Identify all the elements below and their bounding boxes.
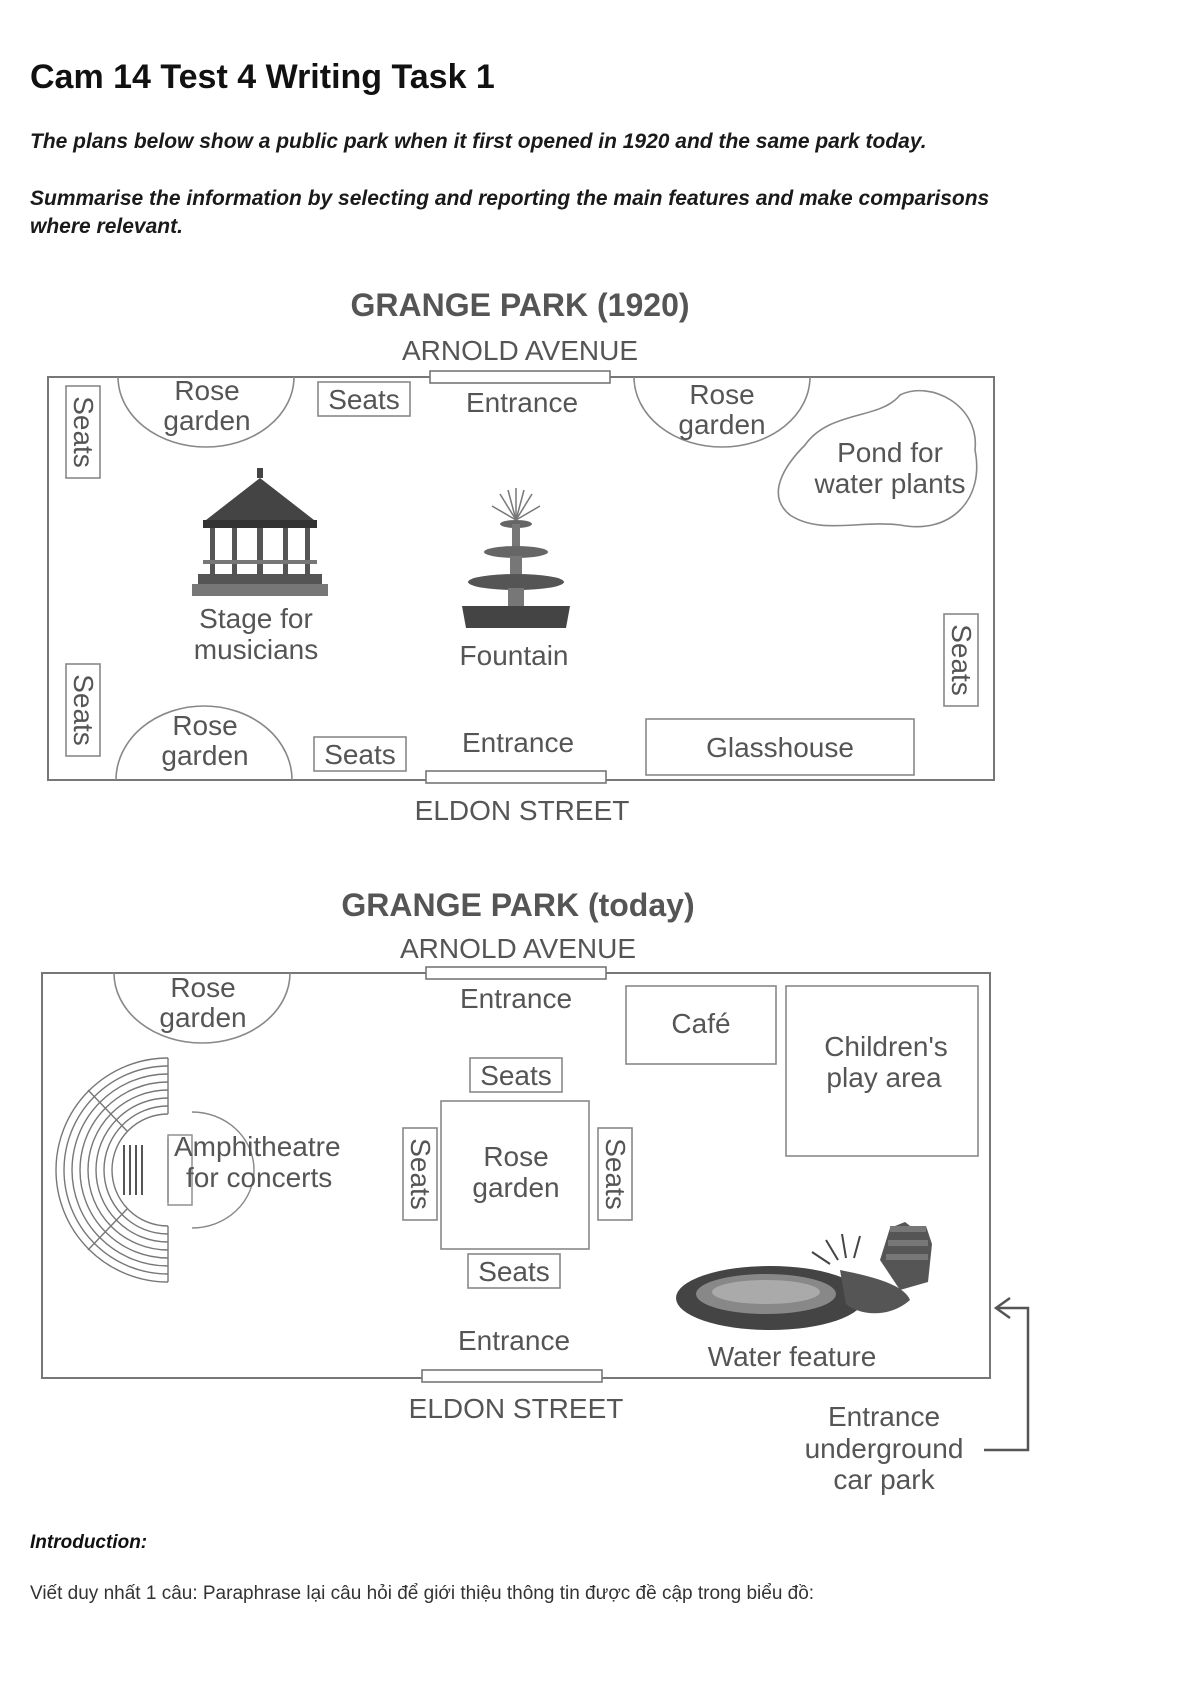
grange-park-today-plan: GRANGE PARK (today) ARNOLD AVENUE Rose g… <box>41 887 1030 1495</box>
fountain-icon <box>462 488 570 628</box>
seats-box <box>313 736 407 772</box>
rose-garden-label: Rose <box>174 375 239 406</box>
page-heading: Cam 14 Test 4 Writing Task 1 <box>30 58 495 96</box>
car-park-label: car park <box>833 1464 935 1495</box>
seats-label: Seats <box>478 1256 550 1287</box>
stage-label: musicians <box>194 634 318 665</box>
amphitheatre-icon <box>55 1057 255 1283</box>
rose-garden-label: garden <box>678 409 765 440</box>
rose-garden-label: Rose <box>170 972 235 1003</box>
street-label-bottom: ELDON STREET <box>415 795 630 826</box>
seats-box <box>317 381 411 417</box>
entrance-label: Entrance <box>466 387 578 418</box>
car-park-label: Entrance <box>828 1401 940 1432</box>
pond-label: Pond for <box>837 437 943 468</box>
play-area-label: Children's <box>824 1031 948 1062</box>
stage-label: Stage for <box>199 603 313 634</box>
water-feature-label: Water feature <box>708 1341 877 1372</box>
seats-label: Seats <box>324 739 396 770</box>
entrance-gate-top <box>425 966 607 980</box>
street-label-top: ARNOLD AVENUE <box>402 335 638 366</box>
entrance-gate-top <box>429 370 611 384</box>
rose-garden-label: Rose <box>483 1141 548 1172</box>
glasshouse-box <box>645 718 915 776</box>
street-label-top: ARNOLD AVENUE <box>400 933 636 964</box>
fountain-label: Fountain <box>460 640 569 671</box>
rose-garden-shape <box>633 376 811 448</box>
rose-garden-label: garden <box>163 405 250 436</box>
seats-label: Seats <box>946 624 977 696</box>
task-prompt-line-1: The plans below show a public park when … <box>30 130 927 153</box>
rose-garden-label: garden <box>472 1172 559 1203</box>
seats-label: Seats <box>480 1060 552 1091</box>
water-feature-icon <box>676 1222 932 1330</box>
rose-garden-shape <box>113 972 291 1044</box>
seats-box <box>467 1253 561 1289</box>
rose-garden-label: garden <box>159 1002 246 1033</box>
play-area-box <box>785 985 979 1157</box>
seats-box <box>597 1127 633 1221</box>
seats-label: Seats <box>68 674 99 746</box>
plan-title: GRANGE PARK (today) <box>341 887 694 923</box>
plan-title: GRANGE PARK (1920) <box>350 287 689 323</box>
pond-label: water plants <box>814 468 966 499</box>
amphitheatre-label: Amphitheatre <box>174 1131 341 1162</box>
pond-outline <box>777 389 978 528</box>
grange-park-1920-plan: GRANGE PARK (1920) ARNOLD AVENUE Rose ga… <box>47 287 995 826</box>
introduction-label: Introduction: <box>30 1532 148 1553</box>
seats-label: Seats <box>405 1138 436 1210</box>
glasshouse-label: Glasshouse <box>706 732 854 763</box>
cafe-label: Café <box>671 1008 730 1039</box>
rose-garden-label: Rose <box>689 379 754 410</box>
street-label-bottom: ELDON STREET <box>409 1393 624 1424</box>
entrance-label: Entrance <box>462 727 574 758</box>
bandstand-icon <box>192 468 328 596</box>
seats-label: Seats <box>600 1138 631 1210</box>
rose-garden-label: Rose <box>172 710 237 741</box>
entrance-gate-bottom <box>421 1369 603 1383</box>
seats-box <box>65 663 101 757</box>
entrance-label: Entrance <box>460 983 572 1014</box>
rose-garden-shape <box>115 705 293 781</box>
amphitheatre-label: for concerts <box>186 1162 332 1193</box>
seats-box <box>943 613 979 707</box>
car-park-arrow-icon <box>984 1296 1030 1452</box>
seats-box <box>402 1127 438 1221</box>
seats-box <box>469 1057 563 1093</box>
rose-garden-shape <box>117 376 295 448</box>
task-prompt-line-3: where relevant. <box>30 215 183 238</box>
entrance-label: Entrance <box>458 1325 570 1356</box>
instruction-text: Viết duy nhất 1 câu: Paraphrase lại câu … <box>30 1583 815 1604</box>
rose-garden-label: garden <box>161 740 248 771</box>
play-area-label: play area <box>826 1062 942 1093</box>
entrance-gate-bottom <box>425 770 607 784</box>
seats-label: Seats <box>68 396 99 468</box>
seats-label: Seats <box>328 384 400 415</box>
task-prompt-line-2: Summarise the information by selecting a… <box>30 187 990 210</box>
seats-box <box>65 385 101 479</box>
cafe-box <box>625 985 777 1065</box>
rose-garden-box <box>440 1100 590 1250</box>
car-park-label: underground <box>805 1433 964 1464</box>
